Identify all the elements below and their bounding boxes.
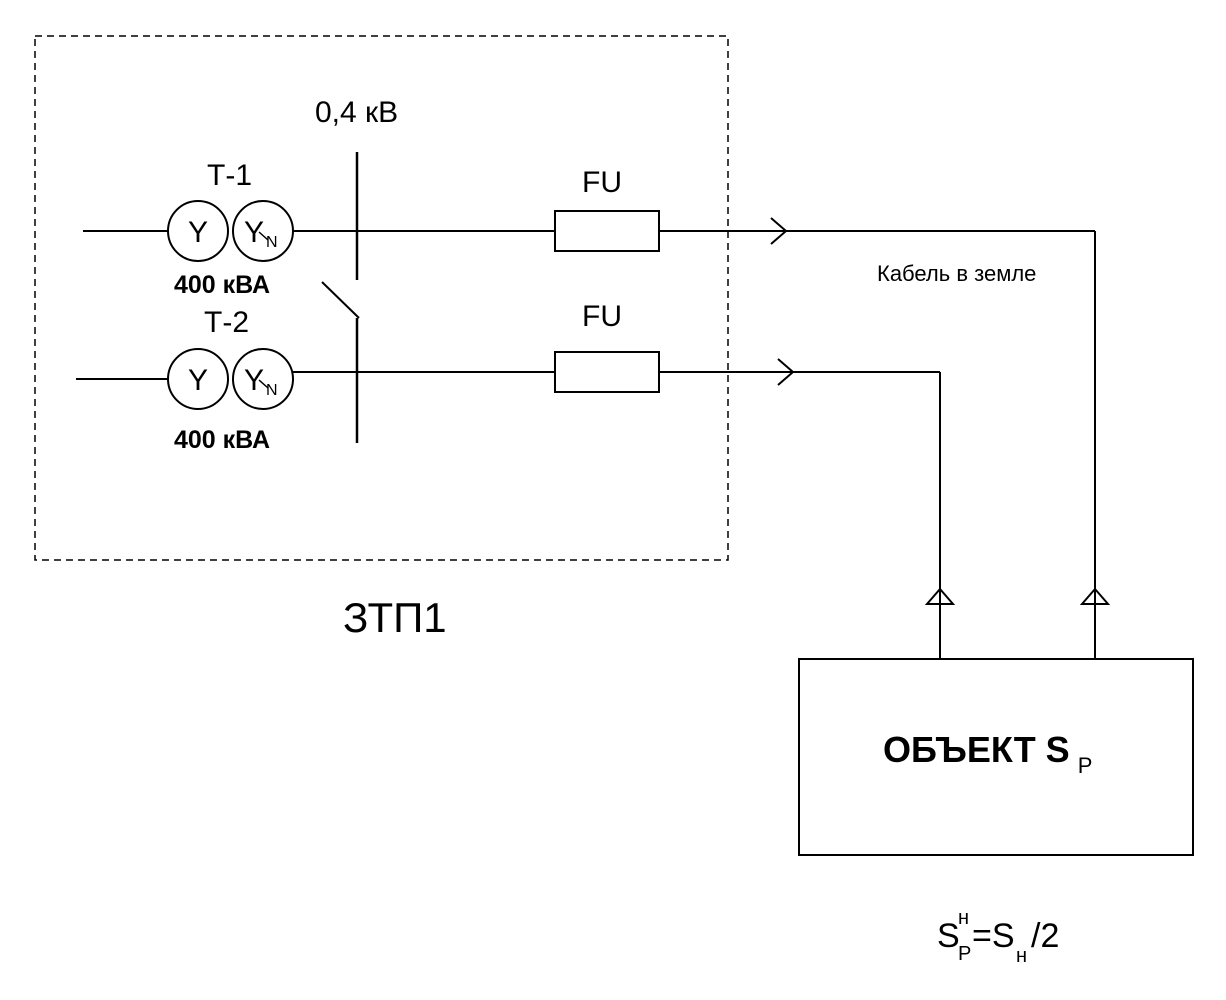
t1-secondary-sub: N: [266, 234, 278, 251]
transformer-t1-name: Т-1: [207, 159, 252, 192]
formula-s1-sup: н: [958, 907, 969, 929]
sectional-switch: [321, 281, 360, 319]
fuse-1-label: FU: [582, 166, 622, 199]
formula-s1-sub: Р: [958, 943, 971, 965]
transformer-t2-rating: 400 кВА: [174, 426, 270, 454]
cable-end-1-load: [1079, 587, 1111, 605]
transformer-t1: Т-1 Y Y N 400 кВА: [83, 159, 294, 299]
cable-end-2-load: [924, 587, 956, 605]
t2-secondary-sub: N: [266, 382, 278, 399]
t1-primary-winding: [167, 200, 229, 262]
load-title-sub: Р: [1078, 753, 1093, 778]
load-title: ОБЪЕКТ S: [883, 729, 1070, 770]
t2-secondary-symbol: Y: [244, 364, 264, 397]
transformer-t2: Т-2 Y Y N 400 кВА: [76, 306, 294, 454]
fuse-2-label: FU: [582, 300, 622, 333]
formula-tail: /2: [1031, 917, 1059, 955]
fuse-1: [554, 210, 660, 252]
feeder-2: FU: [293, 300, 956, 659]
bus-voltage-label: 0,4 кВ: [315, 96, 398, 129]
t2-secondary-winding: [232, 348, 294, 410]
cable-end-2: [777, 358, 795, 386]
load-formula: S н Р =S н /2: [937, 907, 1059, 967]
t2-primary-winding: [167, 348, 229, 410]
transformer-t1-rating: 400 кВА: [174, 271, 270, 299]
feeder-1: FU: [293, 166, 1111, 659]
t1-neutral-mark: [258, 231, 269, 241]
substation-name: ЗТП1: [343, 594, 447, 641]
t2-primary-symbol: Y: [188, 364, 208, 397]
t2-neutral-mark: [258, 379, 269, 389]
t1-primary-symbol: Y: [188, 216, 208, 249]
cable-label: Кабель в земле: [877, 261, 1036, 286]
transformer-t2-name: Т-2: [204, 306, 249, 339]
fuse-2: [554, 351, 660, 393]
substation-boundary: [34, 35, 729, 561]
t1-secondary-symbol: Y: [244, 216, 264, 249]
load-object: ОБЪЕКТ S Р: [798, 658, 1194, 856]
load-box: [798, 658, 1194, 856]
formula-s1: S: [937, 917, 960, 955]
cable-end-1: [770, 217, 788, 245]
formula-s2-sub: н: [1016, 945, 1027, 967]
formula-eq: =S: [972, 917, 1015, 955]
